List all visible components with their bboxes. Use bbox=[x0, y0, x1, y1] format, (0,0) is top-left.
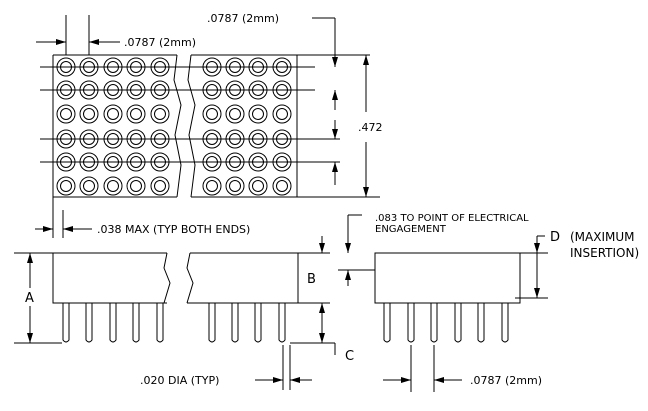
mated-body bbox=[374, 252, 521, 304]
max-insertion-line1: (MAXIMUM bbox=[570, 230, 635, 244]
pin bbox=[231, 303, 239, 343]
pin bbox=[430, 303, 438, 343]
pin-pitch-bottom-label: .0787 (2mm) bbox=[470, 374, 542, 387]
pin bbox=[85, 303, 93, 343]
pin bbox=[62, 303, 70, 343]
pin bbox=[407, 303, 415, 343]
socket-hole bbox=[272, 104, 292, 124]
socket-hole bbox=[79, 176, 99, 196]
socket-hole bbox=[248, 176, 268, 196]
label-a: A bbox=[25, 291, 34, 306]
end-clearance-label: .038 MAX (TYP BOTH ENDS) bbox=[97, 223, 250, 236]
top-body-right bbox=[191, 54, 298, 198]
pitch-left-label: .0787 (2mm) bbox=[124, 36, 196, 49]
pitch-top-dimension: .0787 (2mm) bbox=[207, 12, 338, 185]
pin bbox=[254, 303, 262, 343]
socket-hole bbox=[202, 104, 222, 124]
socket-hole bbox=[225, 176, 245, 196]
socket-hole bbox=[150, 176, 170, 196]
socket-hole bbox=[103, 104, 123, 124]
side-body-right bbox=[187, 252, 299, 304]
side-body-left bbox=[52, 252, 167, 304]
socket-hole bbox=[79, 104, 99, 124]
pitch-left-dimension: .0787 (2mm) bbox=[36, 15, 196, 55]
pin bbox=[156, 303, 164, 343]
pin-dia-label: .020 DIA (TYP) bbox=[140, 374, 219, 387]
pin bbox=[132, 303, 140, 343]
height-dimension: .472 bbox=[358, 55, 383, 197]
end-clearance-dimension: .038 MAX (TYP BOTH ENDS) bbox=[35, 197, 250, 238]
pin-row-left bbox=[62, 303, 286, 343]
socket-hole bbox=[248, 104, 268, 124]
pin bbox=[454, 303, 462, 343]
socket-hole bbox=[126, 104, 146, 124]
side-view-right: .083 TO POINT OF ELECTRICAL ENGAGEMENT D… bbox=[338, 213, 639, 392]
socket-hole bbox=[56, 104, 76, 124]
pin bbox=[278, 303, 286, 343]
electrical-point-line1: .083 TO POINT OF ELECTRICAL bbox=[375, 213, 529, 224]
pin bbox=[477, 303, 485, 343]
height-label: .472 bbox=[358, 121, 383, 134]
socket-hole bbox=[103, 176, 123, 196]
pitch-top-label: .0787 (2mm) bbox=[207, 12, 279, 25]
socket-hole bbox=[126, 176, 146, 196]
pin bbox=[208, 303, 216, 343]
socket-hole bbox=[225, 104, 245, 124]
socket-hole bbox=[56, 176, 76, 196]
side-view-left: A B C .020 DIA (TYP) bbox=[14, 236, 354, 390]
top-break-right bbox=[187, 54, 196, 198]
max-insertion-line2: INSERTION) bbox=[570, 246, 639, 260]
pin bbox=[383, 303, 391, 343]
socket-hole bbox=[150, 104, 170, 124]
socket-hole bbox=[272, 176, 292, 196]
electrical-point-line2: ENGAGEMENT bbox=[375, 224, 447, 235]
label-d: D bbox=[550, 230, 560, 245]
top-view bbox=[40, 54, 380, 198]
pin bbox=[501, 303, 509, 343]
socket-hole bbox=[202, 176, 222, 196]
top-break-left bbox=[173, 54, 182, 198]
label-c: C bbox=[345, 349, 354, 364]
label-b: B bbox=[307, 272, 316, 287]
pin-row-right bbox=[383, 303, 509, 343]
pin bbox=[109, 303, 117, 343]
